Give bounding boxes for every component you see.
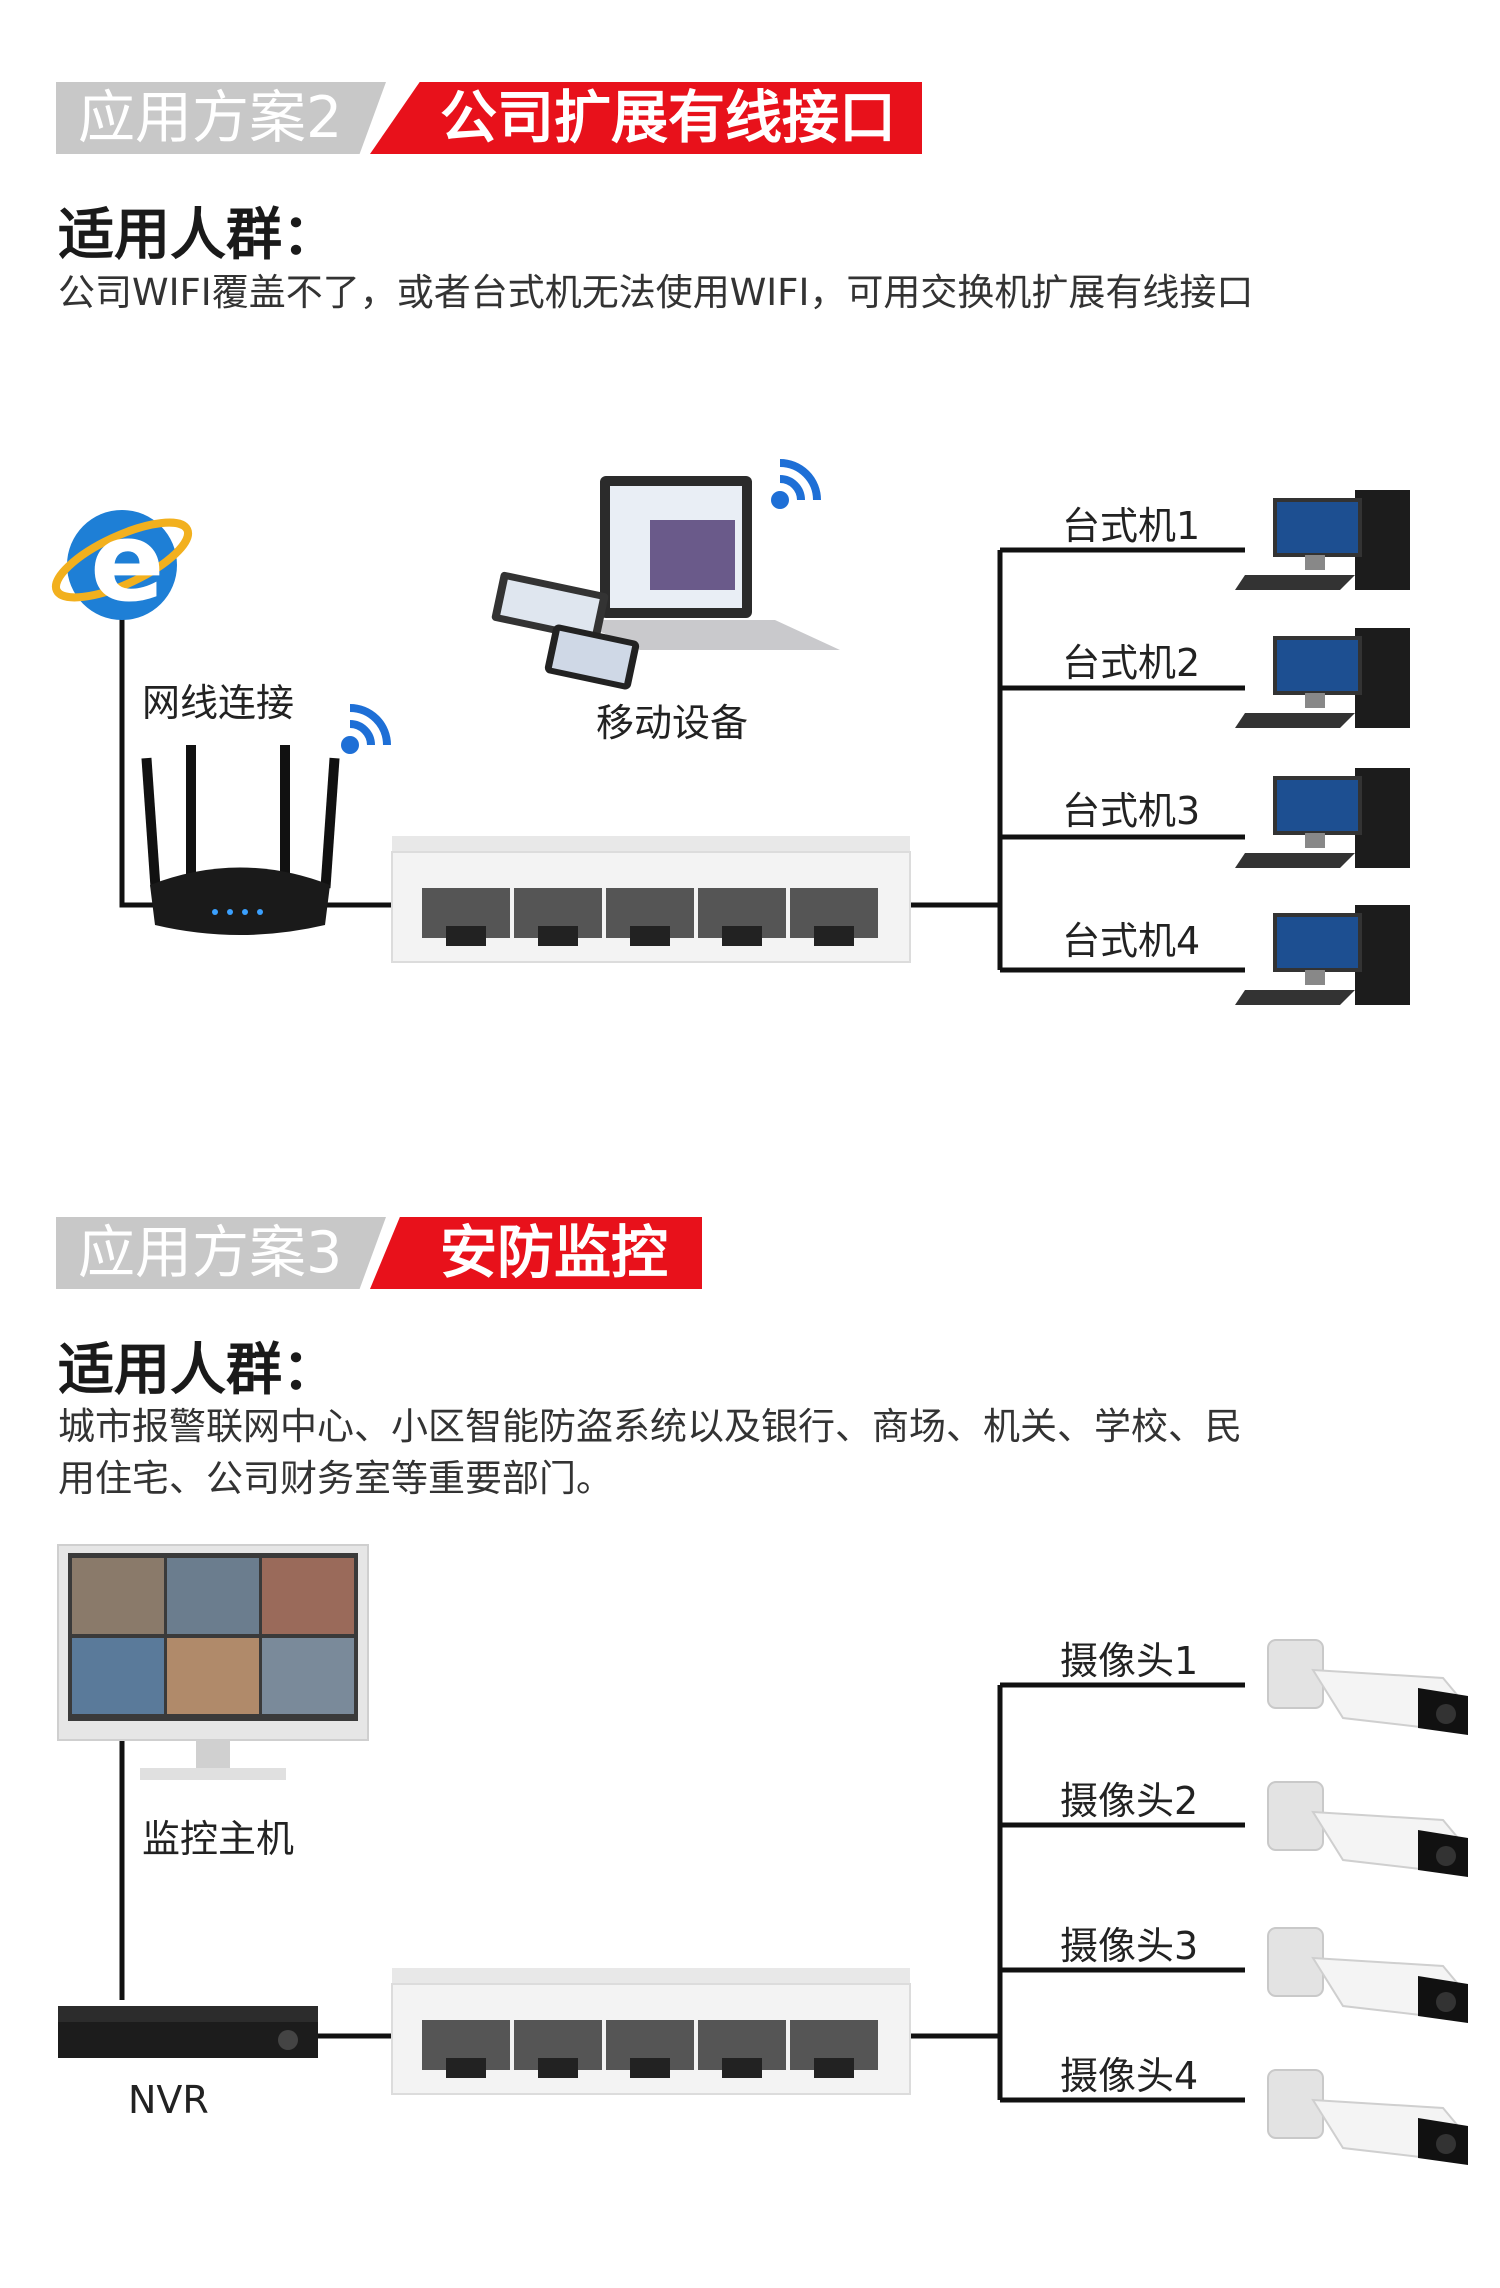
desktop-pc-icon xyxy=(1235,490,1410,590)
wifi-icon xyxy=(341,704,391,754)
router-icon xyxy=(141,745,340,935)
section3-description-line2: 用住宅、公司财务室等重要部门。 xyxy=(58,1457,613,1500)
section3-heading: 适用人群： xyxy=(58,1338,338,1403)
camera-label-2: 摄像头2 xyxy=(1060,1779,1199,1823)
monitor-icon xyxy=(57,1544,369,1780)
section2-title: 公司扩展有线接口 xyxy=(370,82,922,154)
camera-icon xyxy=(1267,1639,1468,1735)
camera-label-1: 摄像头1 xyxy=(1060,1639,1199,1683)
pc-label-1: 台式机1 xyxy=(1062,504,1201,548)
section3-cables xyxy=(119,1682,1245,2103)
nvr-label: NVR xyxy=(128,2078,209,2122)
nvr-icon xyxy=(58,2006,318,2058)
section3-title: 安防监控 xyxy=(370,1217,702,1289)
mobile-device-label: 移动设备 xyxy=(596,701,749,745)
section2-heading: 适用人群： xyxy=(58,203,338,268)
section3-tag: 应用方案3 xyxy=(56,1217,386,1289)
switch-icon xyxy=(391,836,911,963)
camera-label-3: 摄像头3 xyxy=(1060,1924,1199,1968)
camera-icon xyxy=(1267,1927,1468,2023)
pc-label-2: 台式机2 xyxy=(1062,641,1201,685)
desktop-pc-icon xyxy=(1235,905,1410,1005)
cable-label: 网线连接 xyxy=(142,681,295,725)
section3-description-line1: 城市报警联网中心、小区智能防盗系统以及银行、商场、机关、学校、民 xyxy=(58,1405,1242,1448)
section2-tag: 应用方案2 xyxy=(56,82,386,154)
desktop-pc-icon xyxy=(1235,768,1410,868)
pc-label-3: 台式机3 xyxy=(1062,789,1201,833)
camera-icon xyxy=(1267,1781,1468,1877)
section2-cables xyxy=(119,547,1245,973)
section2-diagram: e xyxy=(51,459,1410,1005)
pc-label-4: 台式机4 xyxy=(1062,919,1201,963)
laptop-icon xyxy=(491,476,840,690)
desktop-pc-icon xyxy=(1235,628,1410,728)
monitor-host-label: 监控主机 xyxy=(142,1817,295,1861)
switch-icon xyxy=(391,1968,911,2095)
svg-text:e: e xyxy=(90,498,165,626)
wifi-icon xyxy=(771,459,821,509)
section2-description: 公司WIFI覆盖不了，或者台式机无法使用WIFI，可用交换机扩展有线接口 xyxy=(58,271,1254,314)
camera-icon xyxy=(1267,2069,1468,2165)
camera-label-4: 摄像头4 xyxy=(1060,2054,1199,2098)
ie-browser-icon: e xyxy=(51,498,193,626)
